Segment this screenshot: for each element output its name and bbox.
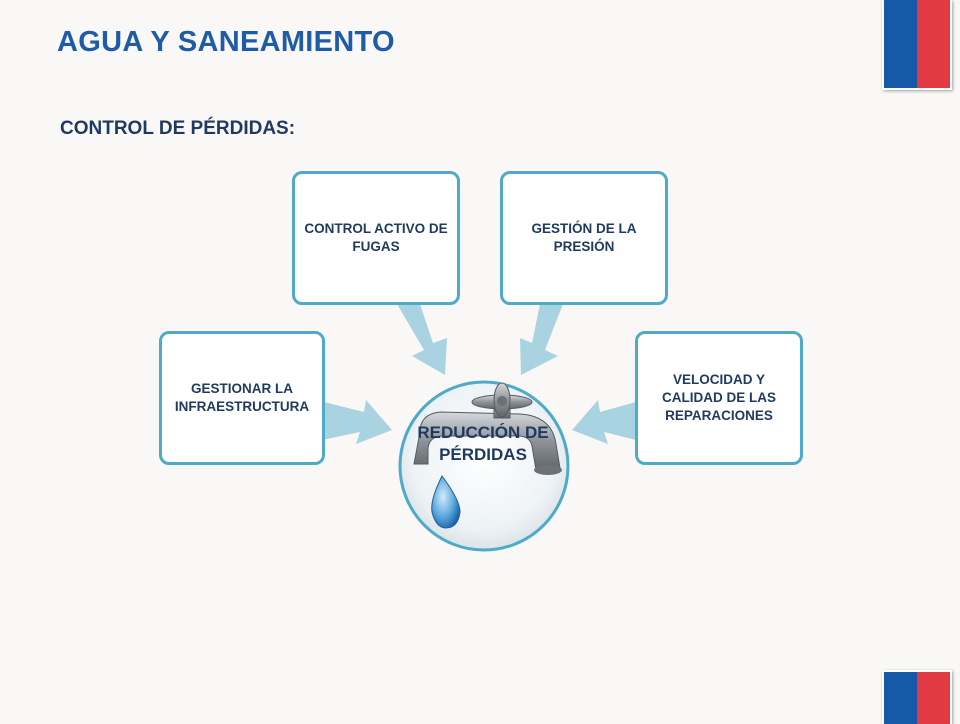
arrow-right bbox=[572, 400, 636, 444]
flag-red-stripe bbox=[917, 0, 950, 88]
arrow-top-right bbox=[520, 304, 563, 375]
node-control-activo-fugas: CONTROL ACTIVO DE FUGAS bbox=[292, 171, 460, 305]
center-label: REDUCCIÓN DE PÉRDIDAS bbox=[417, 423, 549, 465]
arrow-left bbox=[322, 400, 392, 444]
flag-blue-stripe bbox=[884, 672, 917, 724]
node-gestionar-infraestructura: GESTIONAR LA INFRAESTRUCTURA bbox=[159, 331, 325, 465]
flag-red-stripe bbox=[917, 672, 950, 724]
page-title: AGUA Y SANEAMIENTO bbox=[57, 26, 395, 58]
water-tap-icon bbox=[413, 382, 562, 529]
section-subtitle: CONTROL DE PÉRDIDAS: bbox=[60, 118, 296, 139]
flag-blue-stripe bbox=[884, 0, 917, 88]
node-gestion-presion: GESTIÓN DE LA PRESIÓN bbox=[500, 171, 668, 305]
flag-logo-bottom bbox=[882, 670, 952, 724]
flag-logo-top bbox=[882, 0, 952, 90]
node-velocidad-calidad-reparaciones: VELOCIDAD Y CALIDAD DE LAS REPARACIONES bbox=[635, 331, 803, 465]
arrow-top-left bbox=[397, 304, 447, 375]
